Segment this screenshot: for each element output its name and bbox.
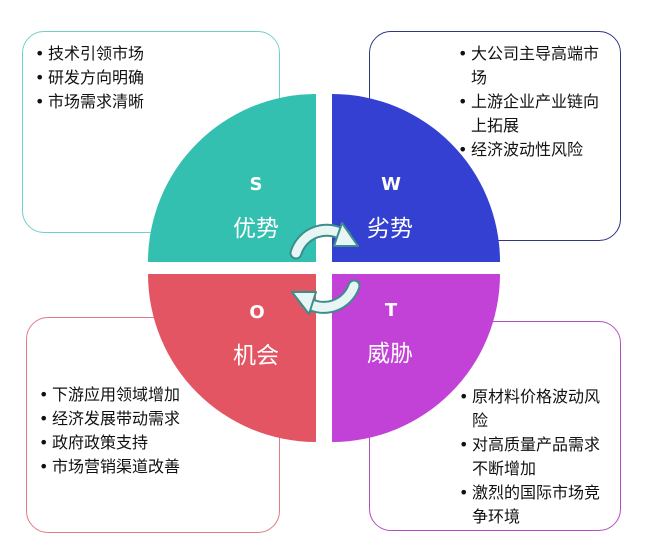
opportunities-quadrant (148, 274, 316, 442)
threats-label: 威胁 (367, 341, 413, 367)
cycle-arrows-icon (289, 222, 361, 315)
strengths-list: 技术引领市场 研发方向明确 市场需求清晰 (35, 42, 267, 114)
list-item: 激烈的国际市场竞争环境 (459, 481, 608, 529)
list-item: 市场需求清晰 (35, 90, 267, 114)
threats-letter: T (385, 300, 398, 321)
list-item: 大公司主导高端市场 (458, 42, 608, 90)
list-item: 研发方向明确 (35, 66, 267, 90)
strengths-label: 优势 (233, 216, 279, 242)
list-item: 对高质量产品需求不断增加 (459, 433, 608, 481)
strengths-quadrant (148, 94, 316, 262)
opportunities-label: 机会 (233, 343, 279, 369)
list-item: 市场营销渠道改善 (39, 455, 267, 479)
list-item: 下游应用领域增加 (39, 383, 267, 407)
weaknesses-list: 大公司主导高端市场 上游企业产业链向上拓展 经济波动性风险 (458, 42, 608, 162)
weaknesses-label: 劣势 (367, 216, 413, 242)
list-item: 原材料价格波动风险 (459, 385, 608, 433)
list-item: 政府政策支持 (39, 431, 267, 455)
list-item: 技术引领市场 (35, 42, 267, 66)
weaknesses-letter: W (381, 174, 401, 195)
list-item: 经济发展带动需求 (39, 407, 267, 431)
threats-list: 原材料价格波动风险 对高质量产品需求不断增加 激烈的国际市场竞争环境 (459, 385, 608, 529)
opportunities-letter: O (249, 302, 264, 323)
weaknesses-quadrant (332, 94, 500, 262)
threats-quadrant (332, 274, 500, 442)
strengths-letter: S (250, 174, 263, 195)
list-item: 经济波动性风险 (458, 138, 608, 162)
list-item: 上游企业产业链向上拓展 (458, 90, 608, 138)
opportunities-list: 下游应用领域增加 经济发展带动需求 政府政策支持 市场营销渠道改善 (39, 383, 267, 479)
